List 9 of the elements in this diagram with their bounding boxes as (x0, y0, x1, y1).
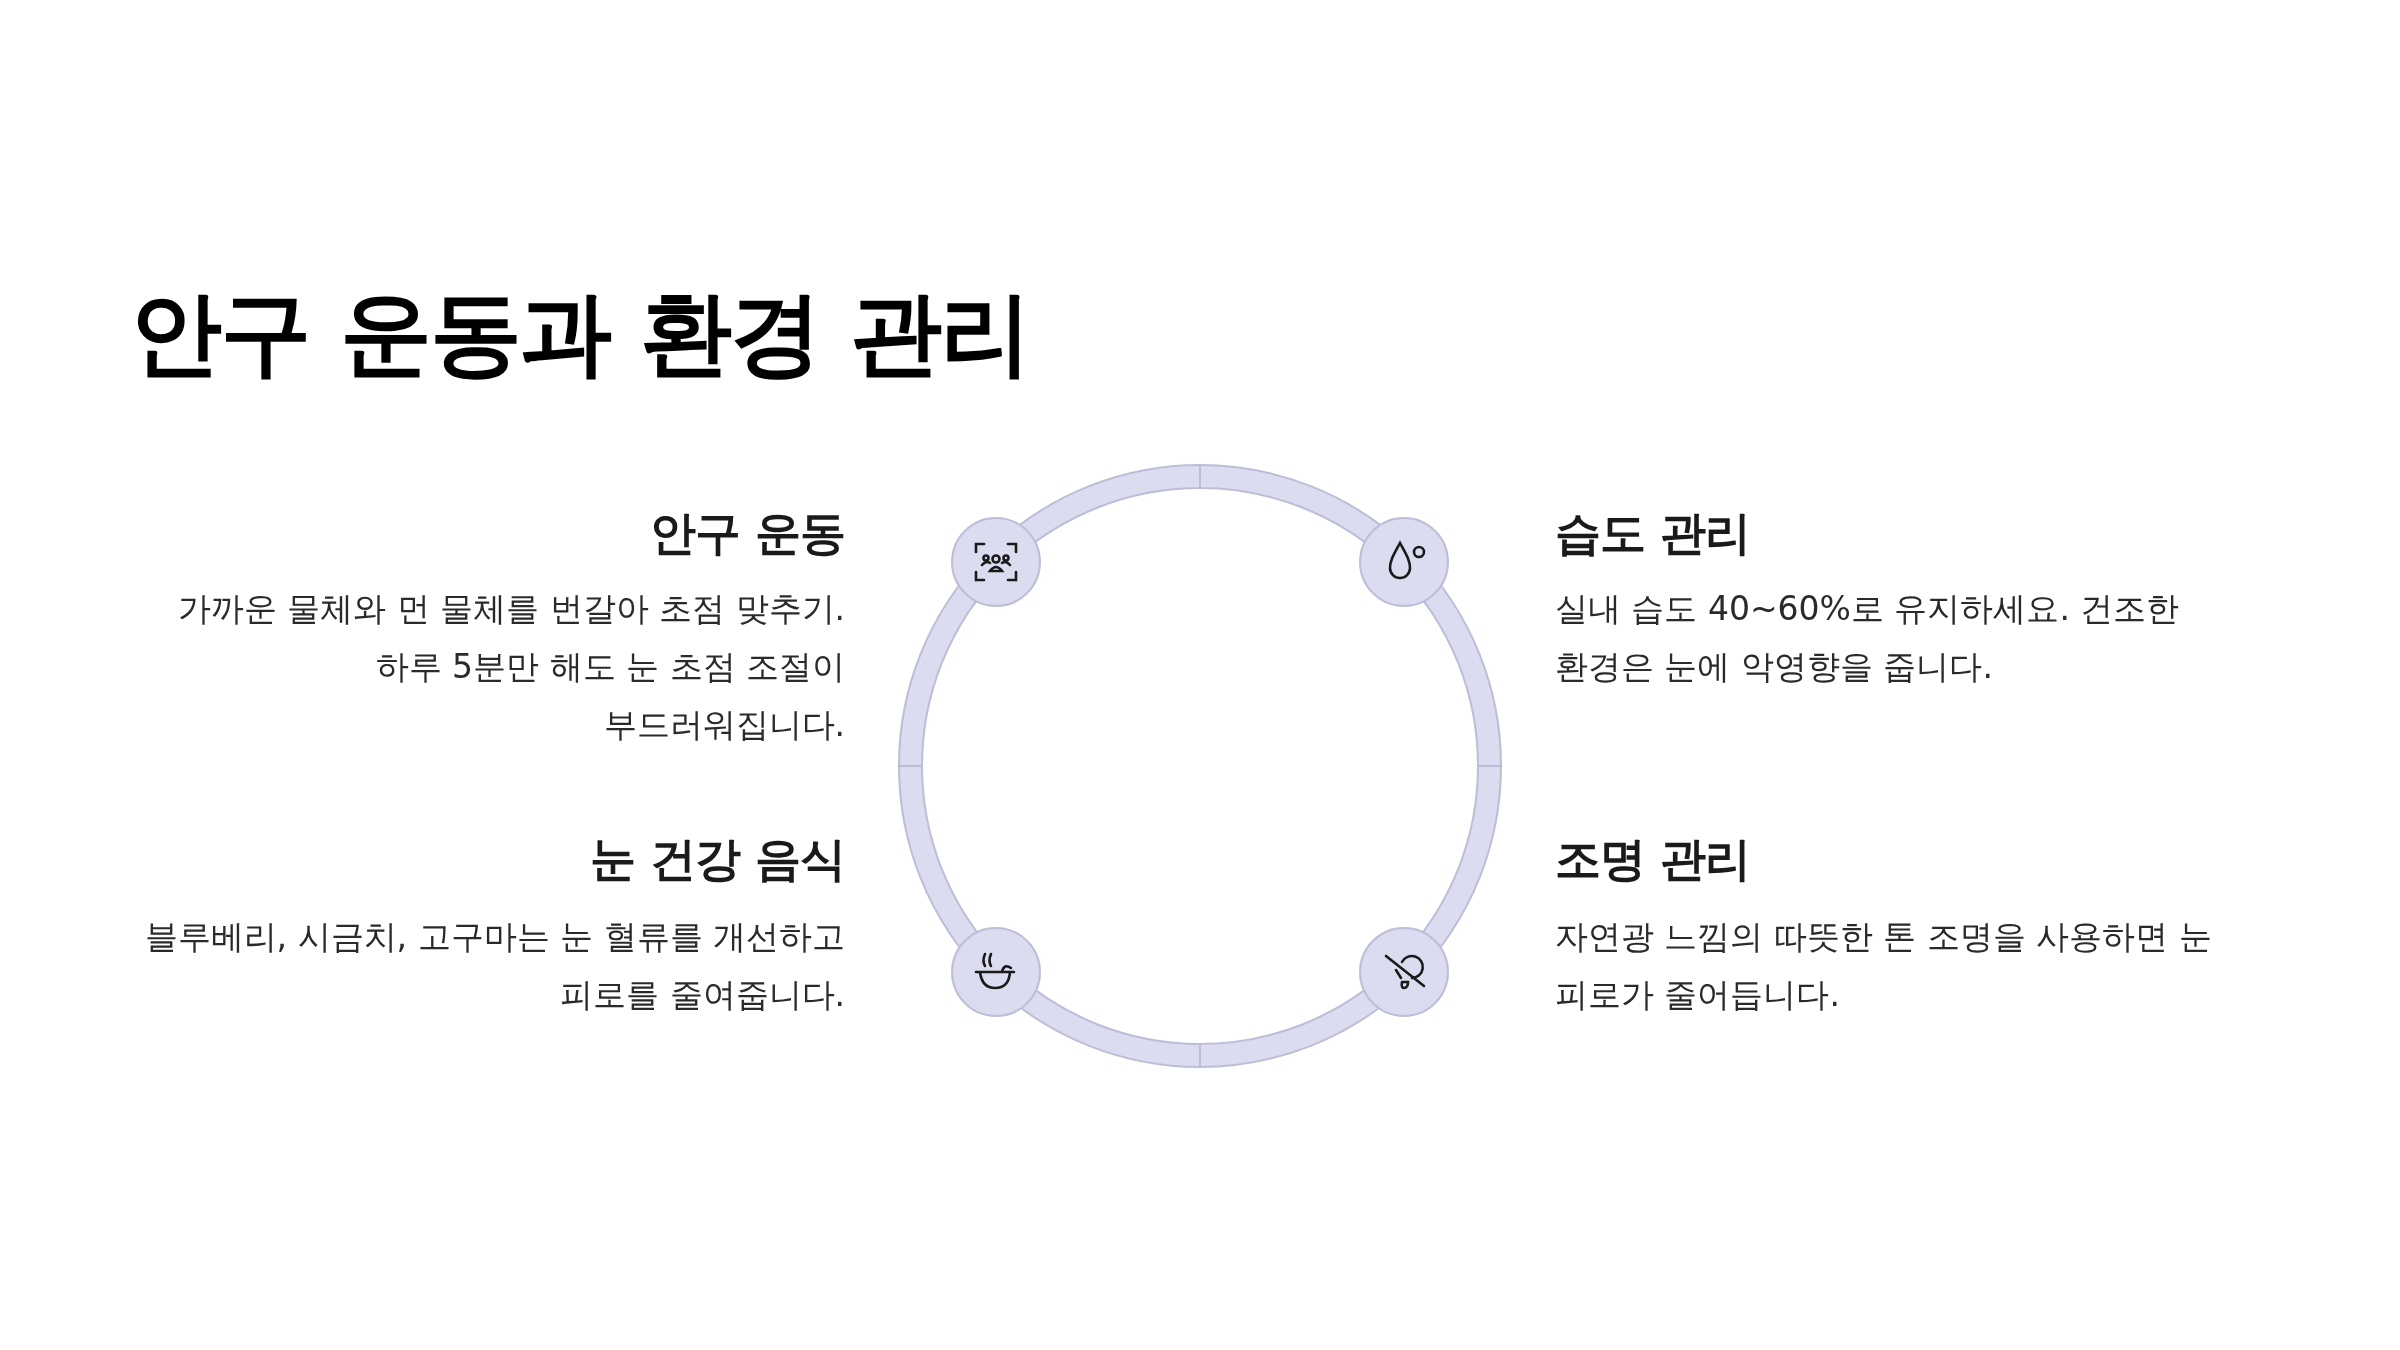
item-heading: 안구 운동 (650, 505, 845, 562)
item-heading: 습도 관리 (1555, 505, 1750, 562)
item-description: 블루베리, 시금치, 고구마는 눈 혈류를 개선하고 피로를 줄여줍니다. (143, 916, 845, 1016)
item-heading: 조명 관리 (1555, 831, 1750, 888)
title: 안구 운동과 환경 관리 (130, 279, 1031, 389)
item-heading: 눈 건강 음식 (589, 831, 845, 888)
item-description: 가까운 물체와 먼 물체를 번갈아 초점 맞추기. 하루 5분만 해도 눈 초점 조절이 부드러워집니다. (176, 588, 845, 746)
item-description: 자연광 느낌의 따뜻한 톤 조명을 사용하면 눈 피로가 줄어듭니다. (1555, 916, 2213, 1016)
item-description: 실내 습도 40~60%로 유지하세요. 건조한 환경은 눈에 악영향을 줍니다. (1555, 588, 2181, 688)
